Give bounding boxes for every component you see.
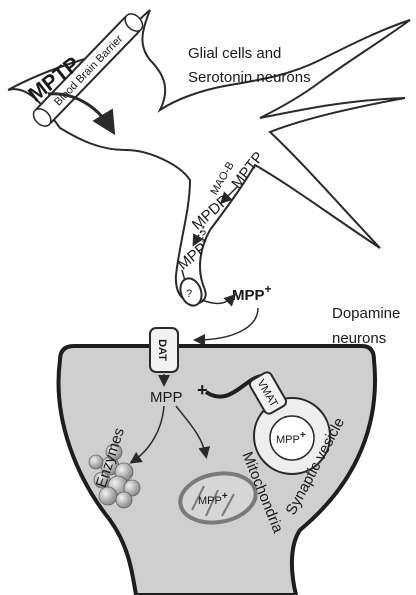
mpp-cyto-label: MPP [150, 389, 183, 406]
dopamine-label-line1: Dopamine [332, 305, 400, 322]
mpp-cyto-plus: + [197, 380, 208, 400]
mpp-to-dat-arrow [196, 308, 258, 340]
glial-label-line2: Serotonin neurons [188, 69, 311, 86]
transporter-question-label: ? [186, 288, 192, 300]
mpp-extra-label: MPP+ [232, 282, 272, 304]
dat-label: DAT [156, 339, 168, 361]
mpp-release-arrow [202, 296, 234, 303]
glial-label-line1: Glial cells and [188, 45, 281, 62]
